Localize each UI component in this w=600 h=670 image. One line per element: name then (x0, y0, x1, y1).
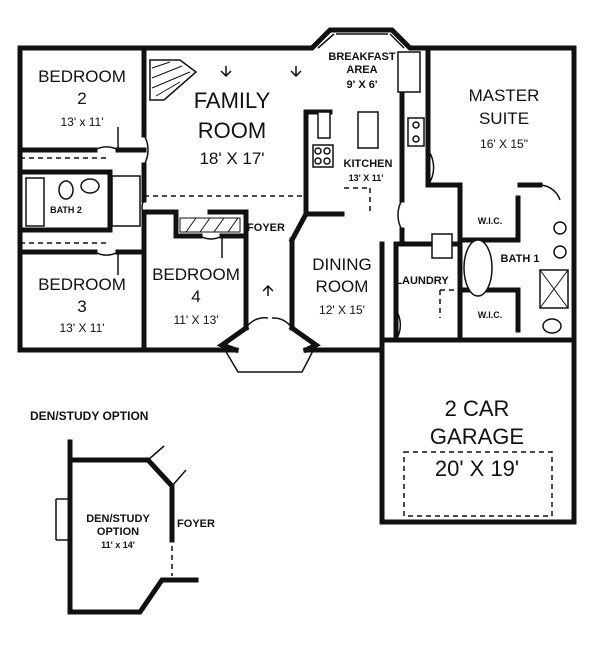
family-room-dims: 18' X 17' (199, 149, 264, 168)
laundry-label: LAUNDRY (395, 275, 449, 287)
bedroom4-label: BEDROOM (152, 265, 240, 284)
family-room-label-line2: ROOM (198, 118, 266, 143)
wic1-label: W.I.C. (478, 216, 503, 226)
option-room-label-line1: DEN/STUDY (86, 513, 150, 525)
garage-label-line1: 2 CAR (445, 396, 510, 421)
bedroom3-number: 3 (77, 297, 86, 316)
dining-room-label-line1: DINING (312, 255, 372, 274)
breakfast-label-line2: AREA (346, 64, 377, 76)
den-study-option-inset: DEN/STUDY OPTION DEN/STUDY OPTION 11' x … (30, 409, 215, 615)
option-caption: DEN/STUDY OPTION (30, 409, 148, 423)
master-suite-label-line1: MASTER (469, 86, 540, 105)
option-room-dims: 11' x 14' (101, 540, 135, 550)
garage-dims: 20' X 19' (435, 456, 519, 481)
fireplace-icon (149, 59, 198, 101)
option-room-label-line2: OPTION (97, 526, 139, 538)
room-labels: BEDROOM 2 13' x 11' FAMILY ROOM 18' X 17… (38, 51, 539, 481)
closet-shelf (179, 217, 241, 233)
master-tub-icon (463, 239, 493, 297)
breakfast-dims: 9' X 6' (347, 79, 378, 91)
dining-room-dims: 12' X 15' (319, 303, 365, 317)
kitchen-label: KITCHEN (344, 158, 393, 170)
family-room-label-line1: FAMILY (194, 88, 271, 113)
door-swings (94, 127, 561, 341)
bedroom4-number: 4 (191, 287, 200, 306)
bath1-label: BATH 1 (501, 253, 540, 265)
bath2-label: BATH 2 (50, 205, 82, 215)
bedroom3-dims: 13' X 11' (59, 321, 104, 335)
wic2-label: W.I.C. (478, 310, 503, 320)
fixtures (25, 51, 569, 334)
kitchen-sink-icon (407, 117, 425, 147)
breakfast-label-line1: BREAKFAST (328, 51, 396, 63)
bath2-sink-icon (80, 178, 100, 194)
dining-room-label-line2: ROOM (316, 277, 369, 296)
bedroom2-label: BEDROOM (38, 67, 126, 86)
master-suite-label-line2: SUITE (479, 109, 529, 128)
bath2-toilet-icon (58, 180, 74, 200)
option-foyer-label: FOYER (177, 518, 215, 530)
bedroom2-dims: 13' x 11' (60, 115, 103, 129)
bedroom2-number: 2 (77, 89, 86, 108)
kitchen-island (357, 111, 379, 149)
bath2-tub-icon (25, 177, 45, 227)
bedroom3-label: BEDROOM (38, 275, 126, 294)
interior-walls (17, 45, 577, 353)
foyer-label: FOYER (247, 222, 285, 234)
master-suite-dims: 16' X 15" (480, 137, 528, 151)
dashed-lines (20, 157, 553, 517)
range-icon (312, 144, 334, 168)
bedroom4-dims: 11' X 13' (173, 313, 218, 327)
garage-label-line2: GARAGE (430, 424, 524, 449)
kitchen-dims: 13' X 11' (349, 173, 384, 183)
master-toilet-icon (542, 318, 562, 334)
